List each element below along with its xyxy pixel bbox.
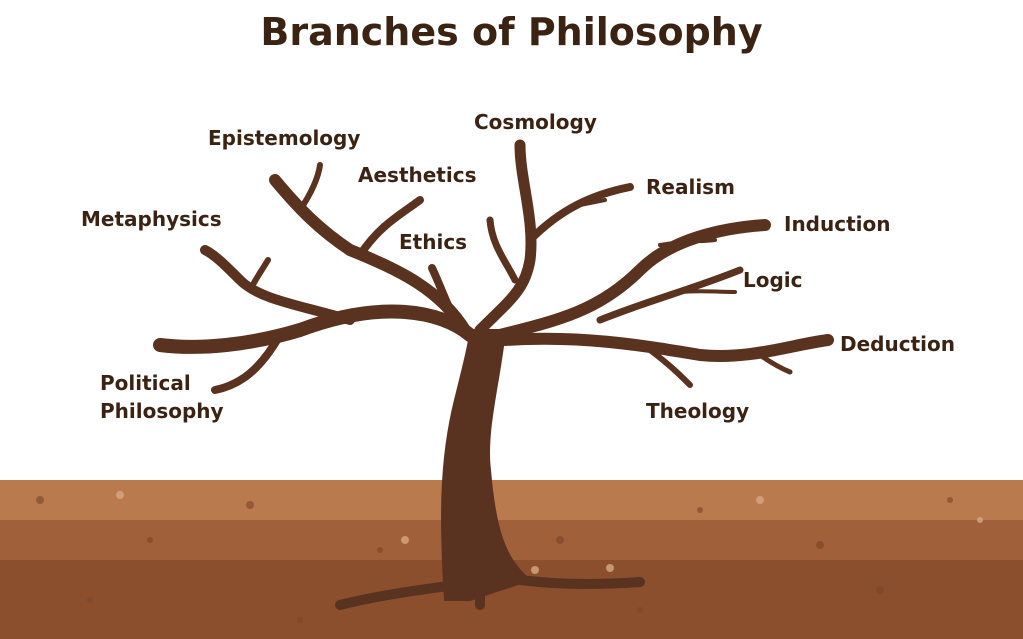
label-logic: Logic [743, 268, 803, 292]
label-philosophy: Philosophy [100, 399, 224, 423]
tree [153, 139, 834, 610]
soil [0, 480, 1023, 639]
label-cosmology: Cosmology [474, 110, 597, 134]
label-ethics: Ethics [399, 230, 468, 254]
label-theology: Theology [646, 399, 750, 423]
label-metaphysics: Metaphysics [81, 207, 222, 231]
label-epistemology: Epistemology [208, 126, 361, 150]
label-deduction: Deduction [840, 332, 955, 356]
label-aesthetics: Aesthetics [358, 163, 477, 187]
page-title: Branches of Philosophy [260, 10, 763, 54]
label-induction: Induction [784, 212, 891, 236]
label-realism: Realism [646, 175, 735, 199]
label-political: Political [100, 371, 191, 395]
